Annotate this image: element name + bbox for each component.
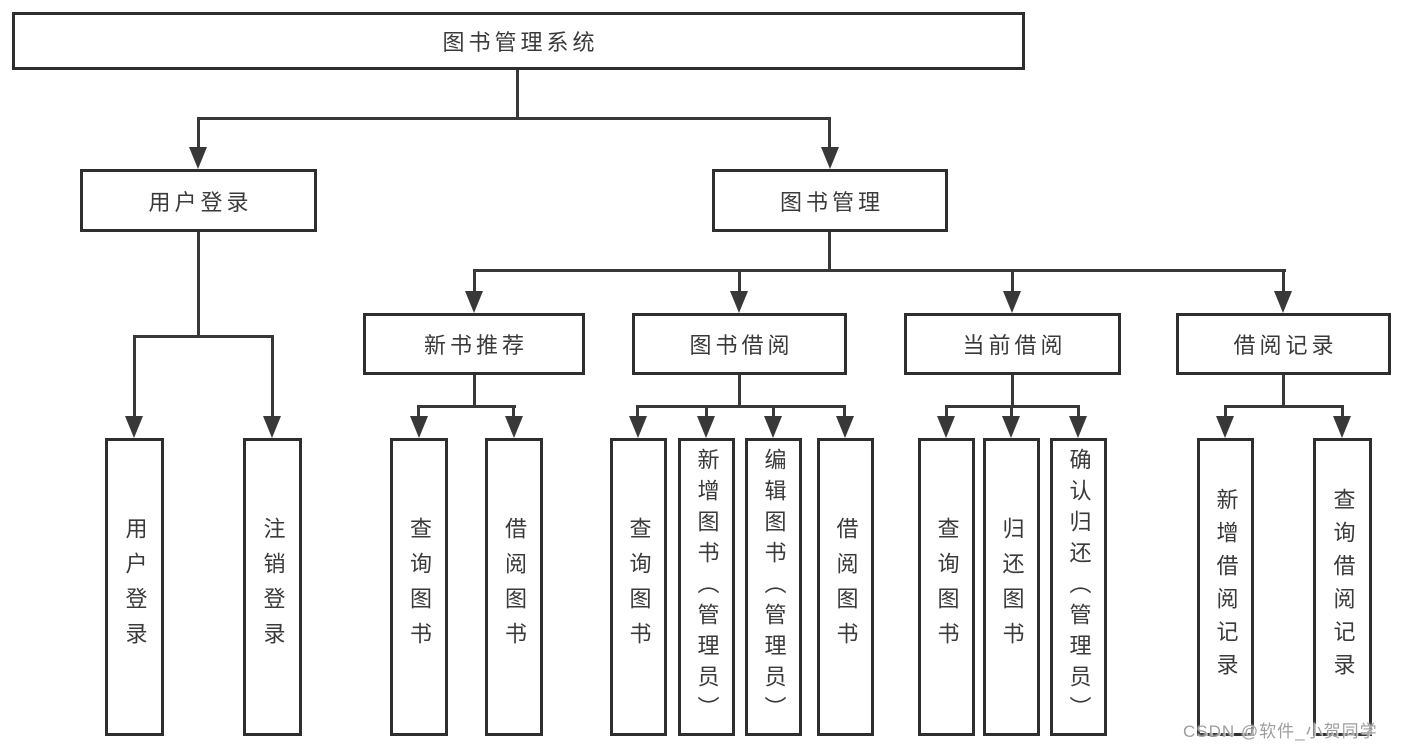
arrowhead-down-icon — [125, 416, 143, 438]
leaf-label: 注销登录 — [260, 517, 286, 657]
leaf-logout: 注销登录 — [243, 438, 302, 736]
connector-stem — [1011, 375, 1014, 408]
connector-stem — [473, 269, 476, 294]
connector-stem — [512, 405, 515, 418]
arrowhead-down-icon — [1002, 416, 1020, 438]
connector-stem — [417, 405, 420, 418]
arrowhead-down-icon — [505, 416, 523, 438]
node-book-borrowing: 图书借阅 — [632, 313, 847, 375]
connector-stem — [197, 232, 200, 337]
leaf-label: 确认归还（管理员） — [1066, 447, 1092, 727]
leaf-borrowing-query-books: 查询图书 — [610, 438, 667, 736]
leaf-label: 查询图书 — [407, 517, 432, 657]
arrowhead-down-icon — [1003, 291, 1021, 313]
arrowhead-down-icon — [465, 291, 483, 313]
arrowhead-down-icon — [937, 416, 955, 438]
arrowhead-down-icon — [410, 416, 428, 438]
connector-root-stem — [516, 70, 519, 118]
leaf-add-books-admin: 新增图书（管理员） — [678, 438, 735, 736]
leaf-current-query-books: 查询图书 — [918, 438, 975, 736]
connector-stem — [1224, 405, 1227, 418]
arrowhead-down-icon — [836, 416, 854, 438]
leaf-label: 借阅图书 — [833, 517, 859, 657]
leaf-label: 借阅图书 — [502, 517, 527, 657]
leaf-label: 用户登录 — [122, 517, 148, 657]
leaf-edit-books-admin: 编辑图书（管理员） — [745, 438, 802, 736]
arrowhead-down-icon — [1333, 416, 1351, 438]
connector-stem — [738, 375, 741, 408]
leaf-recommend-borrow-books: 借阅图书 — [485, 438, 543, 736]
leaf-add-borrow-record: 新增借阅记录 — [1197, 438, 1254, 736]
connector-stem — [636, 405, 639, 418]
connector-stem — [271, 335, 274, 420]
connector-stem — [705, 405, 708, 418]
leaf-return-books: 归还图书 — [983, 438, 1040, 736]
leaf-query-borrow-record: 查询借阅记录 — [1313, 438, 1372, 736]
leaf-confirm-return-admin: 确认归还（管理员） — [1050, 438, 1107, 736]
arrowhead-down-icon — [1274, 291, 1292, 313]
connector-stem — [1341, 405, 1344, 418]
leaf-label: 新增借阅记录 — [1213, 488, 1239, 686]
leaf-label: 新增图书（管理员） — [694, 447, 720, 727]
connector-stem — [1011, 269, 1014, 294]
node-book-management: 图书管理 — [712, 169, 948, 232]
node-library-management-system: 图书管理系统 — [12, 12, 1025, 70]
connector-stem — [738, 269, 741, 294]
connector-stem — [133, 335, 136, 420]
connector-stem — [473, 375, 476, 408]
connector-root-rail — [197, 117, 831, 120]
leaf-user-login: 用户登录 — [105, 438, 164, 736]
arrowhead-down-icon — [1216, 416, 1234, 438]
node-user-login: 用户登录 — [80, 169, 317, 232]
leaf-label: 查询借阅记录 — [1330, 488, 1356, 686]
connector-rail — [1224, 405, 1344, 408]
node-new-book-recommendation: 新书推荐 — [363, 313, 585, 375]
connector-stem — [1282, 269, 1285, 294]
connector-stem — [945, 405, 948, 418]
connector-rail — [417, 405, 516, 408]
connector-rail — [636, 405, 846, 408]
arrowhead-down-icon — [189, 147, 207, 169]
connector-rail — [133, 335, 274, 338]
arrowhead-down-icon — [629, 416, 647, 438]
connector-stem — [828, 117, 831, 150]
connector-stem — [1010, 405, 1013, 418]
connector-stem — [1282, 375, 1285, 408]
connector-stem — [843, 405, 846, 418]
leaf-label: 查询图书 — [934, 517, 960, 657]
connector-stem — [197, 117, 200, 150]
arrowhead-down-icon — [821, 147, 839, 169]
arrowhead-down-icon — [764, 416, 782, 438]
connector-stem — [828, 232, 831, 272]
arrowhead-down-icon — [697, 416, 715, 438]
arrowhead-down-icon — [263, 416, 281, 438]
leaf-label: 查询图书 — [626, 517, 652, 657]
leaf-borrowing-borrow-books: 借阅图书 — [817, 438, 874, 736]
node-borrowing-records: 借阅记录 — [1176, 313, 1391, 375]
connector-rail — [473, 269, 1286, 272]
node-current-borrowing: 当前借阅 — [904, 313, 1121, 375]
connector-stem — [1077, 405, 1080, 418]
csdn-watermark: CSDN @软件_小贺同学 — [1183, 722, 1378, 741]
leaf-label: 编辑图书（管理员） — [761, 447, 787, 727]
connector-stem — [772, 405, 775, 418]
arrowhead-down-icon — [730, 291, 748, 313]
leaf-recommend-query-books: 查询图书 — [390, 438, 448, 736]
arrowhead-down-icon — [1069, 416, 1087, 438]
leaf-label: 归还图书 — [999, 517, 1025, 657]
